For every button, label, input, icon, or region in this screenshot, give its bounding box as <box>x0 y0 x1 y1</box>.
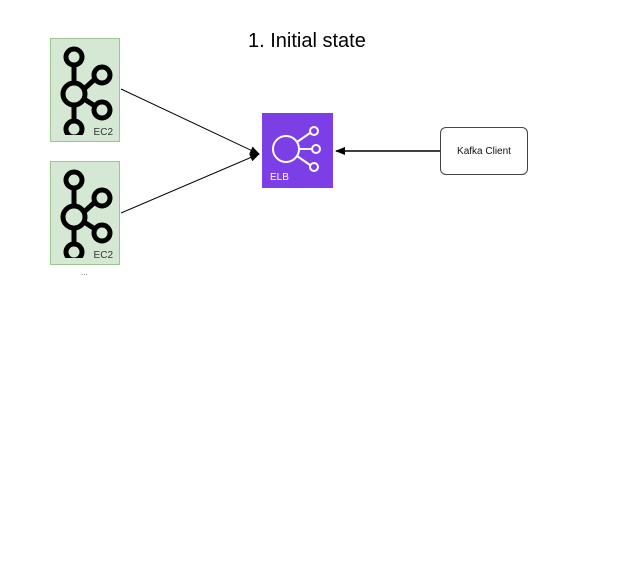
continuation-marker: ... <box>81 268 88 277</box>
edge-ec2-bottom-to-elb <box>120 153 260 214</box>
diagram-title: 1. Initial state <box>248 30 366 52</box>
kafka-client-label: Kafka Client <box>457 145 511 157</box>
elb-label: ELB <box>270 172 289 183</box>
load-balancer-icon <box>272 126 321 172</box>
edge-ec2-top-to-elb <box>120 88 260 155</box>
kafka-broker-icon <box>60 46 113 135</box>
ec2-label: EC2 <box>93 127 113 138</box>
ec2-label: EC2 <box>93 250 113 261</box>
kafka-broker-icon <box>60 169 113 258</box>
ec2-node-bottom: EC2 <box>50 161 120 265</box>
kafka-client-node: Kafka Client <box>440 127 528 175</box>
elb-node: ELB <box>262 113 333 188</box>
ec2-node-top: EC2 <box>50 38 120 142</box>
